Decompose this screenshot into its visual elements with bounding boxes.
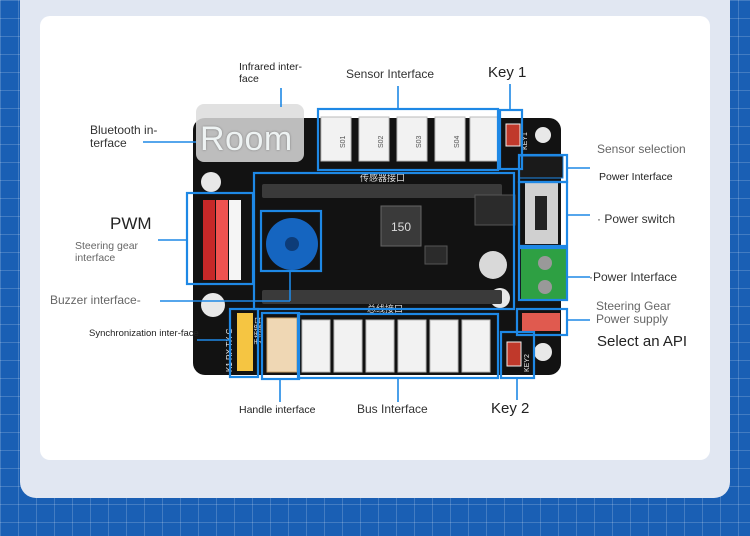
sync-pins (237, 313, 253, 371)
sensor-pin-silk-4: S04 (454, 135, 461, 148)
steering-gear-power-label: Steering Gear Power supply (596, 299, 671, 327)
key1-button (505, 123, 521, 147)
steering-gear-interface-label: Steering gear interface (75, 240, 139, 264)
key2-silk: KEY2 (524, 354, 531, 372)
power-switch-label: · Power switch (597, 212, 676, 226)
circuit-board (193, 118, 561, 375)
pin-headers (262, 184, 502, 304)
handle-connector (266, 317, 298, 373)
key1-silk: KEY1 (522, 132, 529, 150)
buzzer-interface-label: Buzzer interface- (50, 293, 141, 307)
mount-hole-br (534, 343, 552, 361)
terminal-screw-1 (538, 256, 552, 270)
mount-hole-tl (201, 172, 221, 192)
terminal-screw-2 (538, 280, 552, 294)
power-interface-top-label: Power Interface (599, 171, 673, 183)
watermark-text: Room (200, 120, 293, 158)
infrared-interface-label: Infrared inter-face (239, 61, 303, 85)
inductor (380, 205, 422, 247)
bluetooth-module-area (196, 104, 304, 162)
sensor-pin-silk-3: S03 (416, 135, 423, 148)
sensor-port-silk: 传感器接口 (360, 172, 405, 184)
bluetooth-interface-label: Bluetooth in-terface (90, 123, 158, 151)
steering-power-jumper (522, 313, 560, 331)
sensor-connectors (320, 116, 499, 162)
inductor-label: 150 (391, 220, 411, 234)
capacitor (479, 251, 507, 279)
regulator-chip (474, 194, 516, 226)
ic-chip (424, 245, 448, 265)
sensor-pin-silk-1: S01 (340, 135, 347, 148)
bus-interface-label: Bus Interface (357, 402, 428, 416)
key2-button (506, 341, 522, 367)
mount-hole-ml (201, 293, 225, 317)
handle-interface-label: Handle interface (239, 404, 316, 416)
bus-connectors (301, 319, 491, 373)
buzzer-center (285, 237, 299, 251)
leader-lines (143, 84, 590, 402)
mount-hole-tr (535, 127, 551, 143)
synchronization-interface-label: Synchronization inter-face (89, 328, 199, 339)
key1-label: Key 1 (488, 64, 527, 81)
pwm-pins (203, 200, 241, 280)
select-api-label: Select an API (597, 333, 688, 350)
sensor-interface-label: Sensor Interface (346, 67, 435, 81)
sensor-pin-silk-2: S02 (378, 135, 385, 148)
highlight-boxes (185, 107, 569, 381)
sensor-selection-label: Sensor selection (597, 142, 686, 156)
sensor-select-jumper (518, 155, 564, 179)
power-switch-slider (535, 196, 547, 230)
key2-label: Key 2 (491, 400, 530, 417)
pwm-label: PWM (110, 214, 152, 233)
power-interface-right-label: ·Power Interface (589, 270, 678, 284)
